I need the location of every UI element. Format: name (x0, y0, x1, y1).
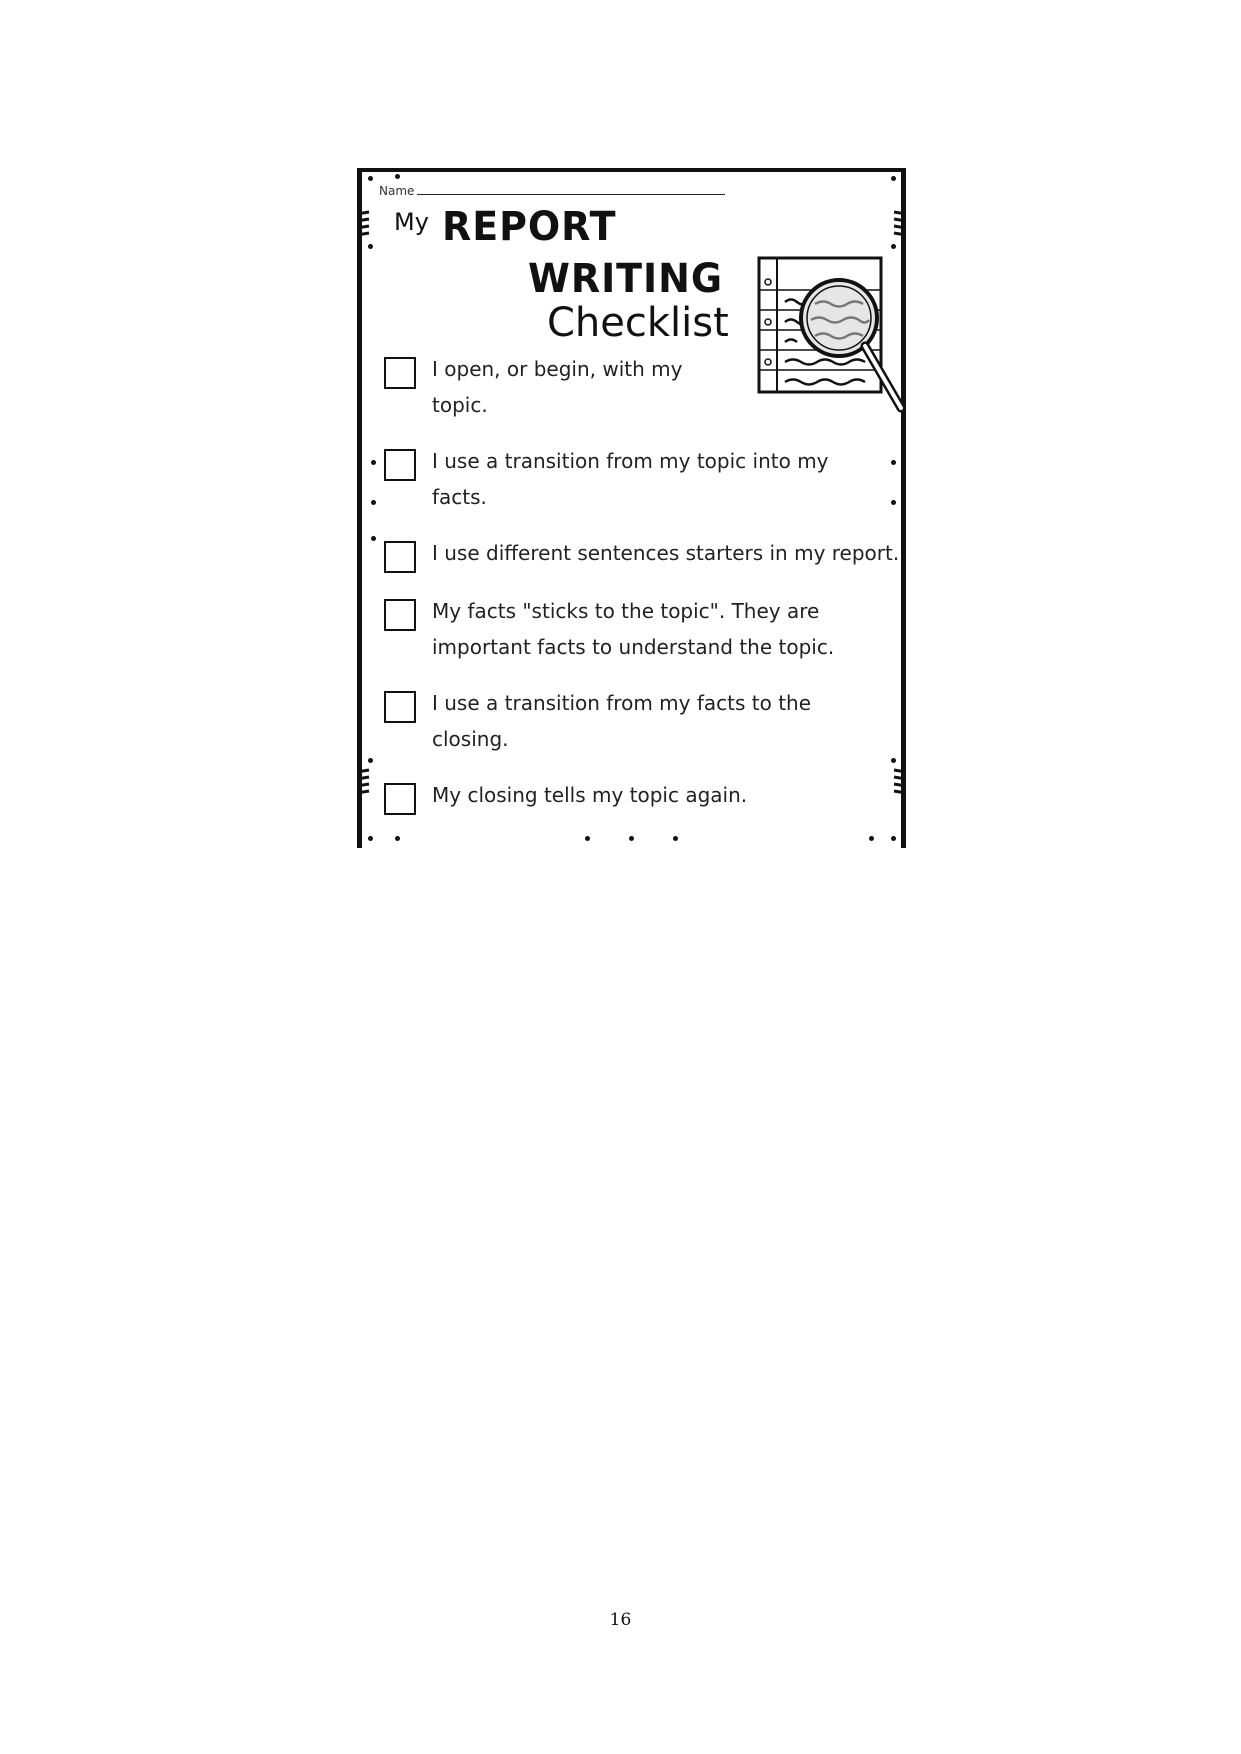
decorative-dot (869, 836, 874, 841)
title-checklist: Checklist (547, 300, 729, 346)
name-line[interactable] (417, 194, 726, 195)
checklist-item-line: I open, or begin, with my (432, 357, 683, 381)
border-left (357, 168, 362, 848)
checklist-item-line: My facts "sticks to the topic". They are (432, 599, 820, 623)
checklist-item-line: topic. (432, 393, 488, 417)
checklist-item-line: important facts to understand the topic. (432, 635, 835, 659)
checklist-item-line: closing. (432, 727, 509, 751)
decorative-dot (371, 460, 376, 465)
checkbox[interactable] (384, 449, 416, 481)
checklist-item: I use different sentences starters in my… (384, 540, 899, 573)
name-field[interactable]: Name (379, 184, 726, 198)
title-my: My (394, 208, 429, 236)
decorative-dot (891, 176, 896, 181)
stitch-decoration-icon (357, 210, 370, 237)
checklist-item-text: My facts "sticks to the topic". They are… (432, 593, 834, 665)
checklist-item-line: facts. (432, 485, 487, 509)
decorative-dot (395, 174, 400, 179)
checkbox[interactable] (384, 783, 416, 815)
checklist-item-text: My closing tells my topic again. (432, 777, 747, 813)
decorative-dot (371, 536, 376, 541)
decorative-dot (629, 836, 634, 841)
checklist-item-line: My closing tells my topic again. (432, 783, 748, 807)
decorative-dot (891, 500, 896, 505)
magnifying-glass-paper-icon (757, 256, 906, 413)
decorative-dot (891, 758, 896, 763)
decorative-dot (395, 836, 400, 841)
stitch-decoration-icon (893, 210, 906, 237)
decorative-dot (891, 460, 896, 465)
checklist-item-text: I use different sentences starters in my… (432, 535, 899, 571)
stitch-decoration-icon (357, 768, 370, 795)
report-writing-checklist-worksheet: Name My REPORT WRITING Checklist (357, 168, 906, 848)
checklist-item-line: I use a transition from my topic into my (432, 449, 829, 473)
decorative-dot (368, 244, 373, 249)
checklist-item-text: I open, or begin, with my topic. (432, 351, 682, 423)
decorative-dot (585, 836, 590, 841)
checkbox[interactable] (384, 599, 416, 631)
decorative-dot (673, 836, 678, 841)
stitch-decoration-icon (893, 768, 906, 795)
title-writing: WRITING (528, 256, 724, 302)
title-report: REPORT (442, 204, 617, 250)
checkbox[interactable] (384, 357, 416, 389)
decorative-dot (368, 176, 373, 181)
decorative-dot (371, 500, 376, 505)
checklist-item: I use a transition from my facts to the … (384, 690, 811, 757)
checklist-item: I use a transition from my topic into my… (384, 448, 829, 515)
decorative-dot (891, 836, 896, 841)
checklist-item-text: I use a transition from my topic into my… (432, 443, 829, 515)
checklist-item: My facts "sticks to the topic". They are… (384, 598, 834, 665)
checkbox[interactable] (384, 541, 416, 573)
decorative-dot (368, 758, 373, 763)
checkbox[interactable] (384, 691, 416, 723)
checklist-item: I open, or begin, with my topic. (384, 356, 682, 423)
page-number: 16 (609, 1610, 632, 1630)
name-label: Name (379, 184, 415, 198)
border-top (357, 168, 906, 172)
border-right (901, 168, 906, 848)
checklist-item-line: I use different sentences starters in my… (432, 541, 900, 565)
checklist-item: My closing tells my topic again. (384, 782, 747, 815)
checklist-item-line: I use a transition from my facts to the (432, 691, 812, 715)
decorative-dot (891, 244, 896, 249)
decorative-dot (368, 836, 373, 841)
checklist-item-text: I use a transition from my facts to the … (432, 685, 811, 757)
